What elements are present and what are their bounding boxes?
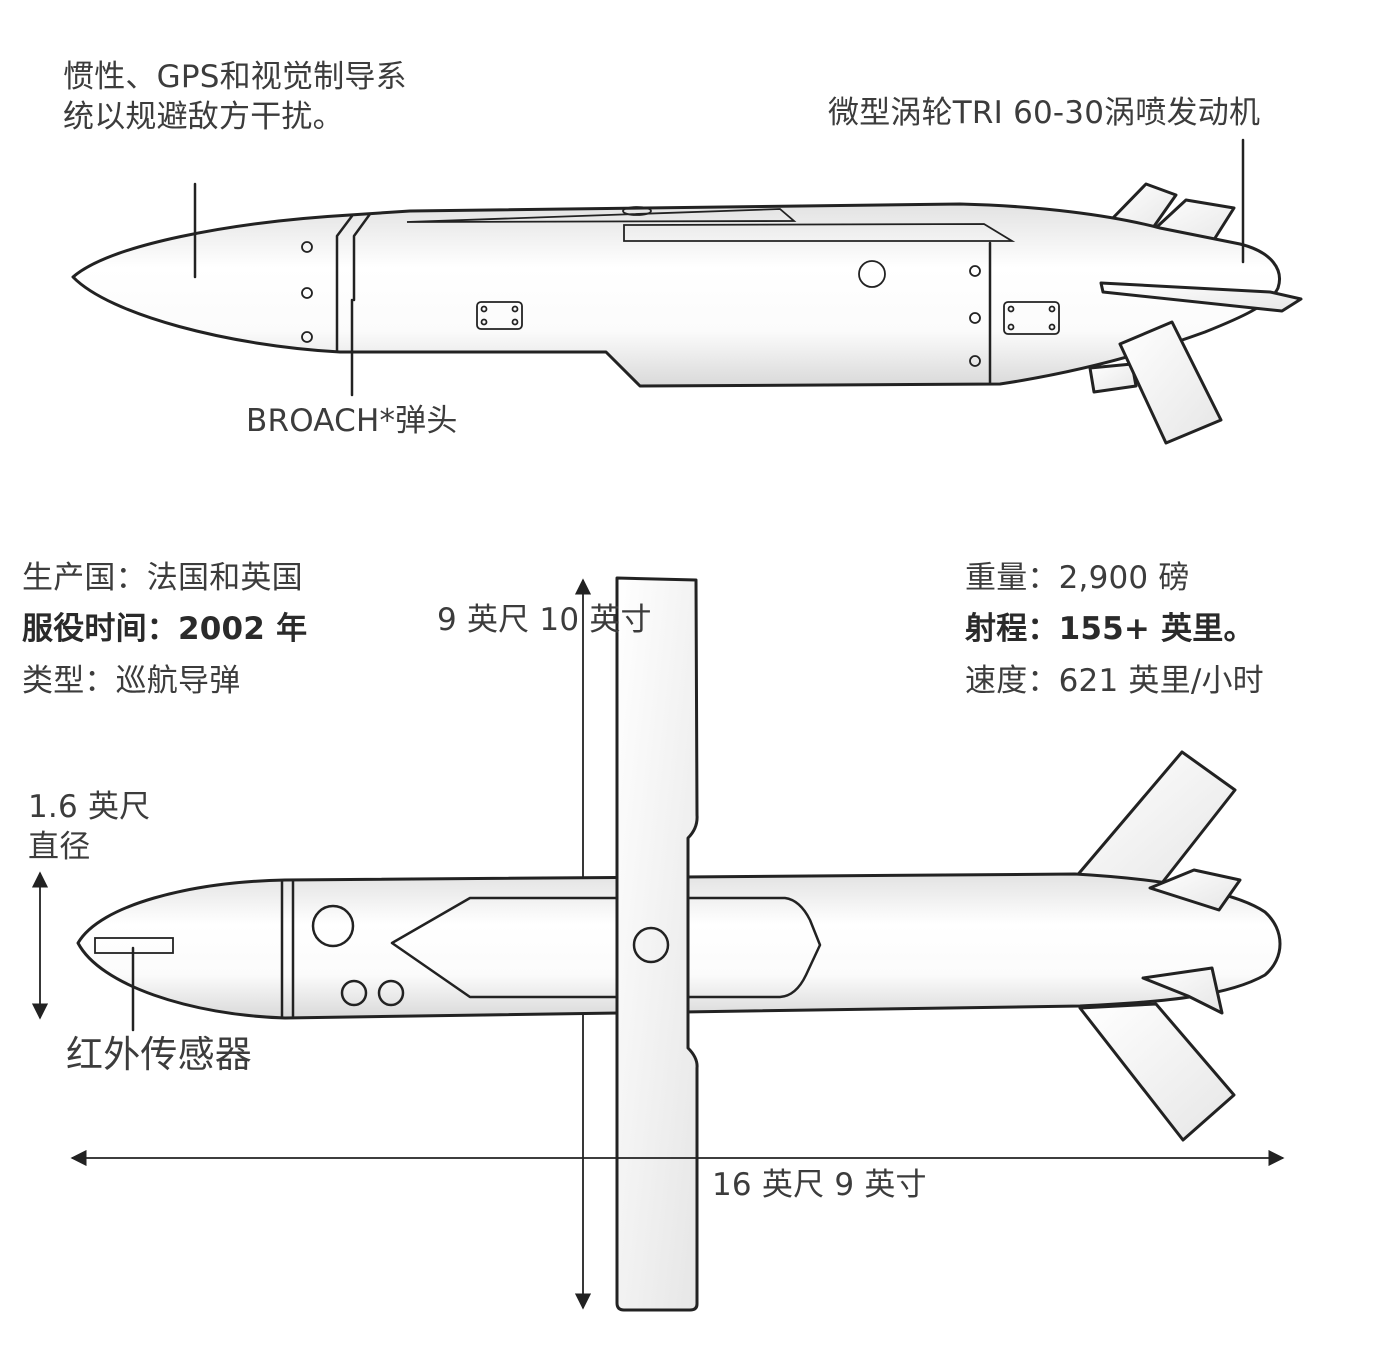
top-main-wing [615,576,699,1312]
side-top-fairing [406,208,797,223]
top-tail-fin-lower-small [1141,966,1224,1015]
side-rivet [301,331,313,343]
spec-type: 类型：巡航导弹 [22,663,241,699]
top-view-missile [31,576,1285,1312]
top-round-port-small [377,979,405,1007]
top-round-port-small [340,979,368,1007]
side-nose-joint-line-2 [352,212,372,302]
length-label: 16 英尺 9 英寸 [712,1167,927,1203]
side-nose-joint-line-1 [335,214,354,353]
side-top-hatch [622,206,652,216]
top-tail-fin-upper-large [1073,750,1237,890]
side-top-panel [623,223,1016,242]
diameter-value-label: 1.6 英尺 [28,789,151,825]
spec-service-year: 服役时间：2002 年 [22,611,308,647]
side-body [71,202,1281,388]
side-ventral-fin-large [1118,320,1223,445]
top-dorsal-panel [390,896,822,999]
diameter-caption-label: 直径 [28,829,91,865]
spec-country: 生产国：法国和英国 [22,560,303,596]
top-tail-fin-upper-small [1148,868,1242,912]
side-horizontal-fin [1099,281,1303,313]
wing-pivot-circle [632,926,670,964]
ir-sensor-annotation: 红外传感器 [66,1033,252,1076]
guidance-annotation-line-1: 惯性、GPS和视觉制导系 [63,59,407,95]
top-round-port-large [311,904,355,948]
side-access-panel-rear [1003,301,1060,335]
side-rivet [301,241,313,253]
spec-speed: 速度：621 英里/小时 [965,663,1264,699]
side-rivet [969,355,981,367]
side-rivet [301,287,313,299]
side-round-port [858,260,886,288]
wingspan-label: 9 英尺 10 英寸 [437,602,652,638]
engine-annotation: 微型涡轮TRI 60-30涡喷发动机 [828,95,1261,131]
guidance-annotation-line-2: 统以规避敌方干扰。 [63,99,344,135]
side-rivet [969,265,981,277]
warhead-annotation: BROACH*弹头 [246,403,458,439]
side-view-missile [71,138,1303,445]
side-rivet [969,312,981,324]
spec-range: 射程：155+ 英里。 [965,611,1255,647]
spec-weight: 重量：2,900 磅 [965,560,1190,596]
side-ventral-fin-small [1088,362,1138,394]
side-access-panel-front [476,301,523,330]
top-tail-fin-lower-large [1078,1002,1236,1142]
